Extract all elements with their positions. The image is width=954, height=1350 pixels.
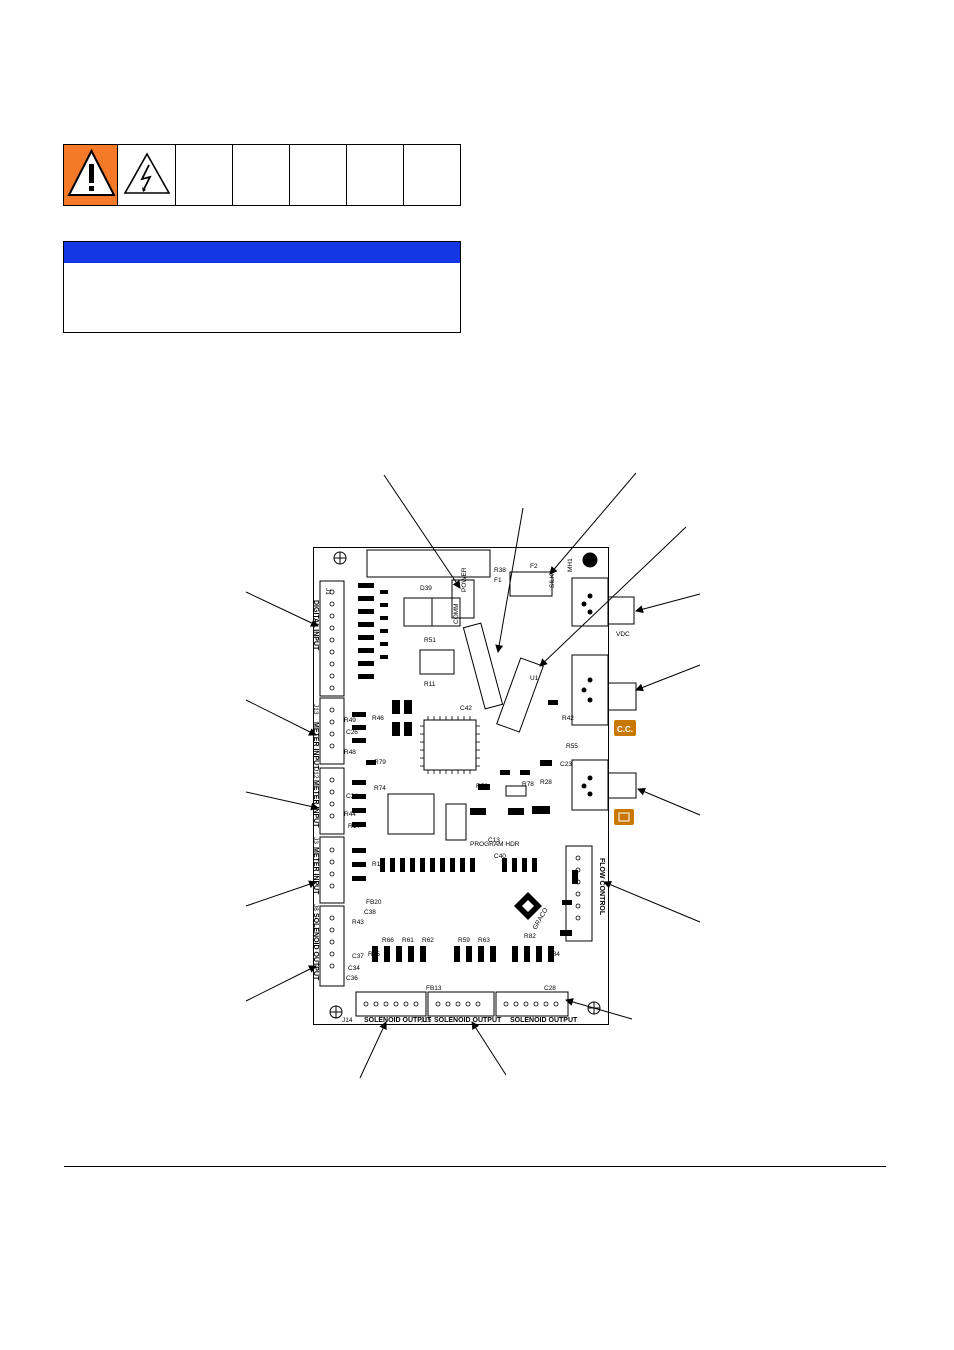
ref-r62: R62 [422, 937, 434, 944]
empty-cell [404, 145, 461, 205]
connector-pins [329, 589, 581, 1007]
terminal-dots [581, 593, 593, 797]
ref-c40: C40 [494, 853, 506, 860]
ref-c26: C26 [346, 729, 358, 736]
ref-c13: C13 [488, 837, 500, 844]
ref-r61: R61 [402, 937, 414, 944]
meter-input-j13-label: METER INPUT [312, 722, 319, 770]
j1-label: J1 [324, 588, 331, 595]
ref-r48: R48 [344, 749, 356, 756]
ref-c36: C36 [346, 975, 358, 982]
ref-r59: R59 [458, 937, 470, 944]
f1-label: F1 [494, 577, 502, 584]
ref-d39: D39 [420, 585, 432, 592]
ref-r43: R43 [352, 919, 364, 926]
solenoid-output-left-label: SOLENOID OUTPUT [312, 913, 319, 981]
power-label: POWER [461, 567, 468, 592]
cc-badge-text: C.C. [617, 725, 633, 734]
ref-r52: R52 [476, 783, 488, 790]
graco-logo [514, 892, 542, 920]
f2-label: F2 [530, 563, 538, 570]
j15-label: J15 [421, 1017, 432, 1024]
ref-r84: R84 [548, 951, 560, 958]
ref-r46: R46 [372, 715, 384, 722]
j8-label: J8 [312, 904, 319, 911]
ref-r66: R66 [382, 937, 394, 944]
j3-label: J3 [312, 837, 319, 844]
empty-cell [347, 145, 404, 205]
ref-r79: R79 [374, 759, 386, 766]
ref-r42: R42 [562, 715, 574, 722]
ref-r44: R44 [344, 811, 356, 818]
ref-c38: C38 [364, 909, 376, 916]
ref-fb20: FB20 [366, 899, 382, 906]
display-icon [614, 809, 634, 825]
comm-label: COMM [453, 603, 460, 624]
smd-components [352, 583, 578, 962]
ref-r38: R38 [494, 567, 506, 574]
ref-r74: R74 [374, 785, 386, 792]
ref-r11: R11 [424, 681, 436, 688]
empty-cell [233, 145, 290, 205]
ref-r65: R65 [368, 951, 380, 958]
solenoid-output-b2-label: SOLENOID OUTPUT [434, 1017, 502, 1024]
notice-header [64, 242, 460, 263]
ref-r82: R82 [524, 933, 536, 940]
ref-r55: R55 [566, 743, 578, 750]
solenoid-output-b1-label: SOLENOID OUTPUT [364, 1017, 432, 1024]
ref-r28: R28 [540, 779, 552, 786]
ref-c37: C37 [352, 953, 364, 960]
vdc-label: VDC [616, 631, 630, 638]
program-hdr-label: PROGRAM HDR [470, 841, 520, 848]
j12-label: J12 [312, 768, 319, 779]
ref-c42: C42 [460, 705, 472, 712]
meter-input-j12-label: METER INPUT [312, 780, 319, 828]
warning-cell [63, 145, 118, 205]
flow-control-label: FLOW CONTROL [598, 858, 605, 916]
mcu-pins [420, 716, 480, 774]
callout-leaders [245, 472, 701, 1079]
ref-u1: U1 [530, 675, 539, 682]
meter-input-j3-label: METER INPUT [312, 847, 319, 895]
ref-fb13: FB13 [426, 985, 442, 992]
solenoid-output-b3-label: SOLENOID OUTPUT [510, 1017, 578, 1024]
ref-c24: C24 [346, 793, 358, 800]
j14-label: J14 [342, 1017, 353, 1024]
shock-cell [118, 145, 176, 205]
ref-r49: R49 [344, 717, 356, 724]
ref-c28: C28 [544, 985, 556, 992]
ref-r63: R63 [478, 937, 490, 944]
j13-label: J13 [312, 704, 319, 715]
ref-c23: C23 [560, 761, 572, 768]
warning-symbol-strip [63, 144, 461, 206]
electric-shock-icon [123, 152, 171, 194]
empty-cell [290, 145, 347, 205]
ref-r78: R78 [522, 781, 534, 788]
ref-r17: R17 [372, 861, 384, 868]
silk-label: SILK [549, 573, 556, 588]
ref-r14: R14 [348, 823, 360, 830]
footer-rule [64, 1166, 886, 1167]
notice-box [63, 241, 461, 333]
ref-r51: R51 [424, 637, 436, 644]
mh1-label: MH1 [567, 558, 574, 572]
ref-c34: C34 [348, 965, 360, 972]
cc-badge: C.C. [614, 720, 636, 736]
empty-cell [176, 145, 233, 205]
exclamation-warning-icon [67, 148, 116, 196]
